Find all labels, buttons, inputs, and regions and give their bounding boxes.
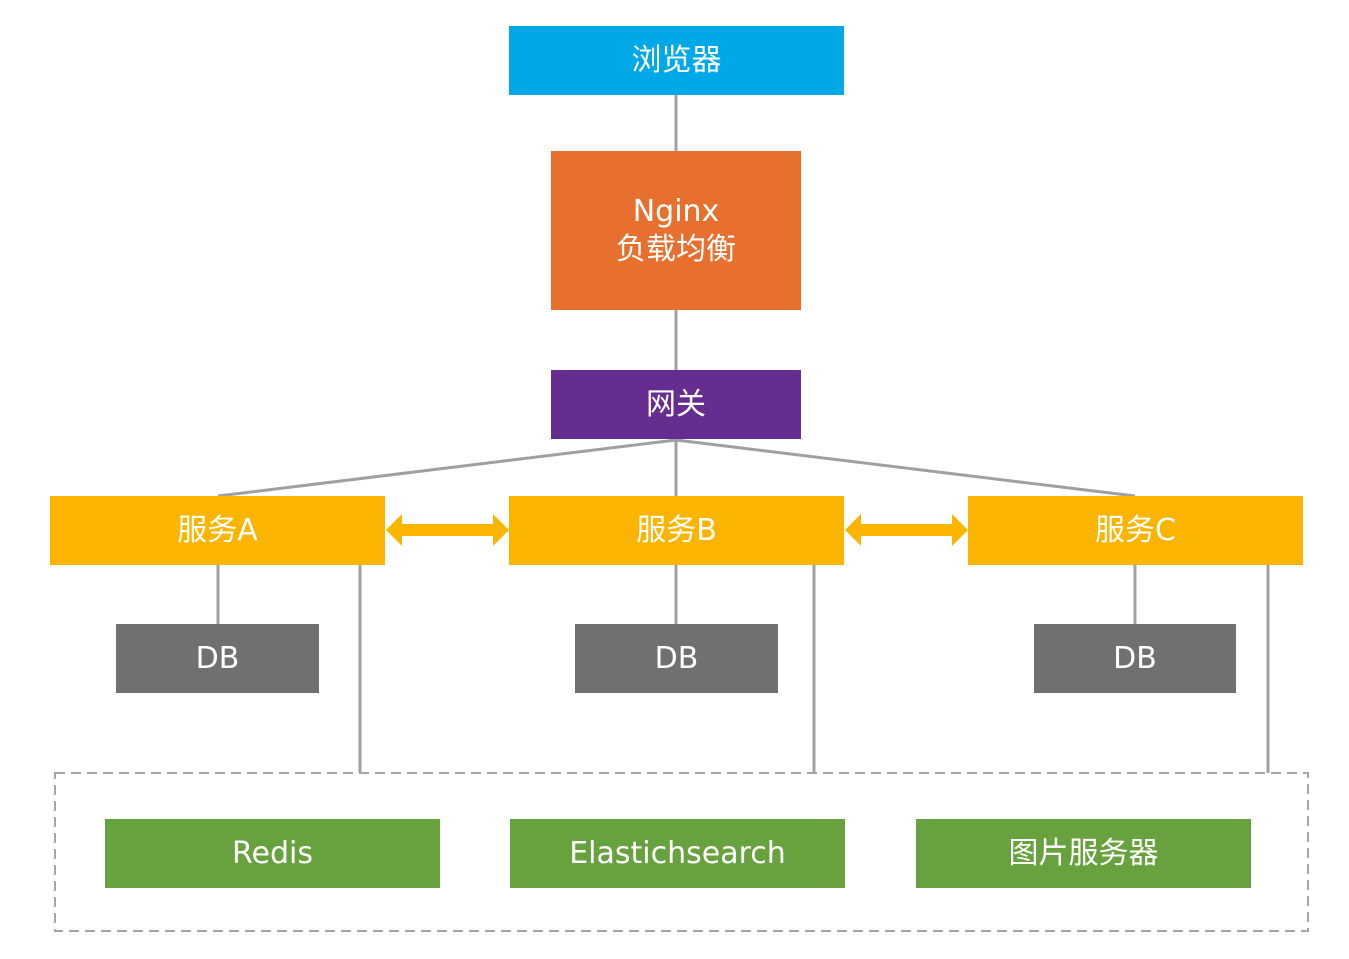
db-a-node: DB bbox=[116, 624, 319, 693]
browser-label: 浏览器 bbox=[631, 42, 722, 78]
elasticsearch-label: Elastichsearch bbox=[569, 835, 786, 871]
service-b-label: 服务B bbox=[636, 512, 717, 548]
connector-gateway-service-a bbox=[217, 438, 677, 498]
connector-gateway-service-c bbox=[675, 438, 1136, 498]
load-balancer-label: 负载均衡 bbox=[616, 231, 736, 267]
db-c-label: DB bbox=[1113, 640, 1157, 676]
shared-resources-group bbox=[54, 772, 1309, 932]
browser-node: 浏览器 bbox=[509, 26, 844, 95]
arrow-service-a-service-b bbox=[386, 514, 509, 546]
service-b-node: 服务B bbox=[509, 496, 844, 565]
redis-node: Redis bbox=[105, 819, 440, 888]
service-c-label: 服务C bbox=[1095, 512, 1176, 548]
db-b-label: DB bbox=[654, 640, 699, 676]
nginx-label: Nginx bbox=[632, 193, 720, 229]
service-c-node: 服务C bbox=[968, 496, 1303, 565]
arrow-service-b-service-c bbox=[845, 514, 968, 546]
db-c-node: DB bbox=[1034, 624, 1236, 693]
image-server-label: 图片服务器 bbox=[1008, 835, 1159, 871]
nginx-load-balancer-node: Nginx 负载均衡 bbox=[551, 151, 801, 310]
image-server-node: 图片服务器 bbox=[916, 819, 1251, 888]
gateway-label: 网关 bbox=[646, 386, 706, 422]
db-b-node: DB bbox=[575, 624, 778, 693]
redis-label: Redis bbox=[232, 835, 313, 871]
service-a-label: 服务A bbox=[177, 512, 258, 548]
gateway-node: 网关 bbox=[551, 370, 801, 439]
db-a-label: DB bbox=[195, 640, 240, 676]
service-a-node: 服务A bbox=[50, 496, 385, 565]
elasticsearch-node: Elastichsearch bbox=[510, 819, 845, 888]
